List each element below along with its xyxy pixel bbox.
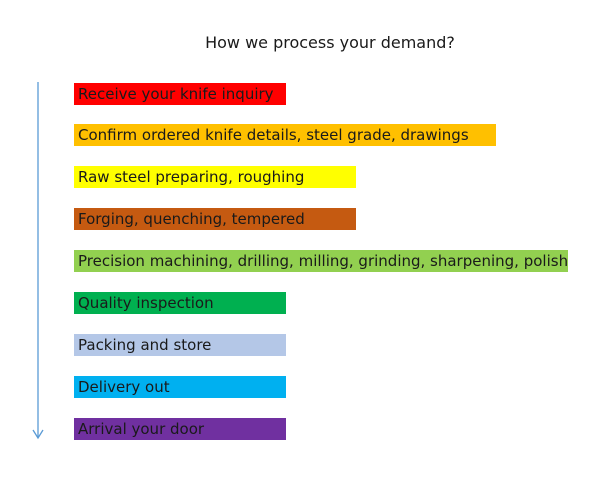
- step-arrival: Arrival your door: [74, 418, 286, 440]
- step-forging: Forging, quenching, tempered: [74, 208, 356, 230]
- step-quality-inspection: Quality inspection: [74, 292, 286, 314]
- process-steps: Receive your knife inquiry Confirm order…: [74, 0, 594, 477]
- arrow-down-icon: [32, 82, 44, 440]
- step-precision-machining: Precision machining, drilling, milling, …: [74, 250, 568, 272]
- step-delivery-out: Delivery out: [74, 376, 286, 398]
- page-title: How we process your demand?: [205, 33, 455, 52]
- step-packing-store: Packing and store: [74, 334, 286, 356]
- step-confirm-details: Confirm ordered knife details, steel gra…: [74, 124, 496, 146]
- step-receive-inquiry: Receive your knife inquiry: [74, 83, 286, 105]
- step-raw-steel: Raw steel preparing, roughing: [74, 166, 356, 188]
